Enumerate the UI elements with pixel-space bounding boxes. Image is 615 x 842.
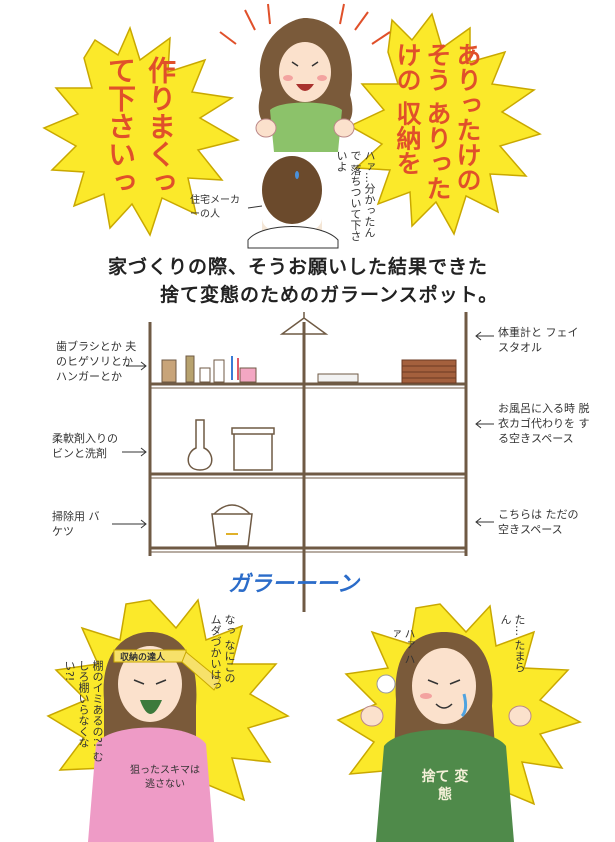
tear-drops [460,693,468,718]
author-green-shirt [376,729,514,842]
expert-pink-shirt [88,727,214,842]
expert-shirt-text: 狙ったスキマは 逃さない [130,765,200,790]
headband-text: 収納の達人 [120,653,166,663]
breath-puff-icon [376,674,396,694]
author-sigh: ハァ ハァ [389,628,416,665]
shout-lines [219,3,391,45]
left-speech-burst [42,25,240,237]
note-arrows [112,331,494,529]
right-burst-text: ありったけの そう ありったけの 収納を [393,42,482,201]
bottle-icon [187,419,213,471]
headline-line-1: 家づくりの際、そうお願いした結果できた [108,256,489,278]
builder-head [262,156,322,224]
note-scale-towel: 体重計と フェイスタオル [498,326,579,354]
builder-shirt [247,226,339,249]
detergent-container-icon [233,431,273,471]
bucket-icon [211,513,253,547]
garaan-sfx: ガラーーーン [228,572,359,597]
expert-mouth [140,700,162,714]
pink-cup-icon [239,367,257,383]
face-towels-icon [401,359,457,384]
woman-face [279,42,331,102]
expert-shout: なっ なにこの ムダづかいはっ [209,614,236,691]
note-bath-space: お風呂に入る時 脱衣カゴ代わりを する空きスペース [498,402,590,445]
woman-green-shirt [270,102,342,152]
author-tears-text: た… たまらん [499,614,526,673]
left-burst-text: 作りまくって下さいっ [104,56,177,196]
right-speech-burst [348,12,542,236]
side-reply-text: ハァ…分かったんで 落ちついて下さいよ [335,150,376,242]
note-toothbrush: 歯ブラシとか 夫のヒゲソリとか ハンガーとか [56,340,137,383]
note-empty-space: こちらは ただの 空きスペース [498,508,579,536]
hanger-icon [279,312,329,335]
wooden-box-icon [161,359,177,383]
headline-line-2: 捨て変態のためのガラーンスポット。 [160,284,499,306]
author-shirt-text: 捨て 変態 [421,769,469,803]
builder-label: 住宅メーカーの人 [190,195,240,220]
note-softener: 柔軟剤入りの ビンと洗剤 [52,432,118,460]
note-bucket: 掃除用 バケツ [52,510,100,538]
scale-icon [317,373,359,383]
woman-mouth [296,84,314,91]
expert-question: 棚のイミあるの?! むしろ棚いらなくない?! [63,660,104,762]
